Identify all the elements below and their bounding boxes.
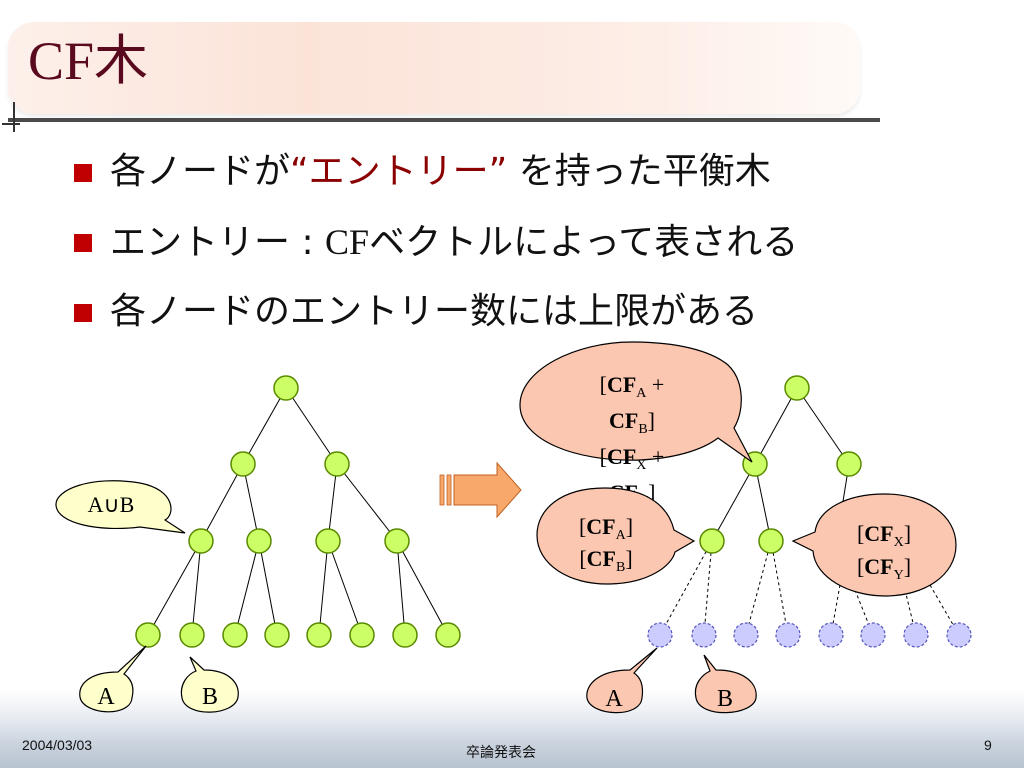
slide-title: CF木 xyxy=(28,31,149,91)
tree-node xyxy=(230,451,256,477)
tree-node xyxy=(222,622,248,648)
tree-node xyxy=(264,622,290,648)
ghost-node xyxy=(860,622,886,648)
left-leaf-b-callout: B xyxy=(180,656,239,713)
footer-center: 卒論発表会 xyxy=(466,744,536,760)
footer-page-number: 9 xyxy=(984,737,992,753)
tree-node xyxy=(392,622,418,648)
bullet-item: 各ノードのエントリー数には上限がある xyxy=(72,282,798,352)
cf-line: [CFX] xyxy=(857,521,911,550)
crosshair-mark-v xyxy=(13,102,15,132)
bullet-list: 各ノードが“エントリー” を持った平衡木 エントリー : CFベクトルによって表… xyxy=(72,142,798,352)
bullet-square-icon xyxy=(74,234,92,252)
bullet-highlight: “エントリー” xyxy=(290,151,508,192)
bullet-square-icon xyxy=(74,304,92,322)
cf-line: [CFY] xyxy=(857,554,911,583)
tree-node xyxy=(784,375,810,401)
tree-node xyxy=(306,622,332,648)
tree-node xyxy=(836,451,862,477)
cf-line: [CFB] xyxy=(579,546,632,575)
left-child-entry-callout: [CFA] [CFB] xyxy=(536,487,696,585)
bullet-text: ベクトルによって表される xyxy=(369,222,799,263)
tree-node xyxy=(188,528,214,554)
tree-node xyxy=(384,528,410,554)
bullet-text: エントリー : xyxy=(110,222,326,263)
tree-node xyxy=(179,622,205,648)
cf-line: CFB] xyxy=(609,408,655,437)
ghost-node xyxy=(946,622,972,648)
transform-arrow-icon xyxy=(439,461,522,519)
leaf-label-a: A xyxy=(605,686,623,712)
left-union-callout: A∪B xyxy=(55,480,186,534)
tree-node xyxy=(758,528,784,554)
bullet-item: エントリー : CFベクトルによって表される xyxy=(72,212,798,282)
right-leaf-b-callout: B xyxy=(694,654,757,714)
right-tree-ghost-nodes xyxy=(647,622,972,648)
bullet-text: 各ノードが xyxy=(110,151,291,192)
ghost-node xyxy=(691,622,717,648)
union-label: A∪B xyxy=(88,492,135,517)
bullet-square-icon xyxy=(74,164,92,182)
tree-node xyxy=(435,622,461,648)
footer-date: 2004/03/03 xyxy=(22,737,93,753)
bullet-text-cf: CF xyxy=(325,222,370,262)
tree-node xyxy=(324,451,350,477)
bullet-text: 各ノードのエントリー数には上限がある xyxy=(110,291,759,332)
ghost-node xyxy=(647,622,673,648)
title-bar xyxy=(8,22,860,114)
ghost-node xyxy=(733,622,759,648)
right-leaf-a-callout: A xyxy=(586,647,658,714)
cf-line: [CFX + xyxy=(600,444,665,473)
footer-background xyxy=(0,690,1024,768)
leaf-label-b: B xyxy=(202,684,218,710)
ghost-node xyxy=(818,622,844,648)
tree-node xyxy=(246,528,272,554)
leaf-label-b: B xyxy=(717,686,733,712)
leaf-label-a: A xyxy=(97,684,115,710)
tree-node xyxy=(349,622,375,648)
tree-node xyxy=(273,375,299,401)
right-child-entry-callout: [CFX] [CFY] xyxy=(791,493,957,597)
left-tree xyxy=(147,387,449,636)
tree-node xyxy=(135,622,161,648)
root-entry-callout: [CFA + CFB] [CFX + CFY] xyxy=(519,341,753,509)
cf-line: [CFA + xyxy=(600,372,665,401)
ghost-node xyxy=(903,622,929,648)
bullet-text: を持った平衡木 xyxy=(507,151,771,192)
title-rule xyxy=(8,118,880,122)
bullet-item: 各ノードが“エントリー” を持った平衡木 xyxy=(72,142,798,212)
left-leaf-a-callout: A xyxy=(79,645,147,713)
tree-node xyxy=(699,528,725,554)
left-tree-nodes xyxy=(135,375,461,648)
ghost-node xyxy=(775,622,801,648)
cf-line: [CFA] xyxy=(579,514,633,543)
tree-node xyxy=(315,528,341,554)
crosshair-mark-h xyxy=(2,123,20,125)
